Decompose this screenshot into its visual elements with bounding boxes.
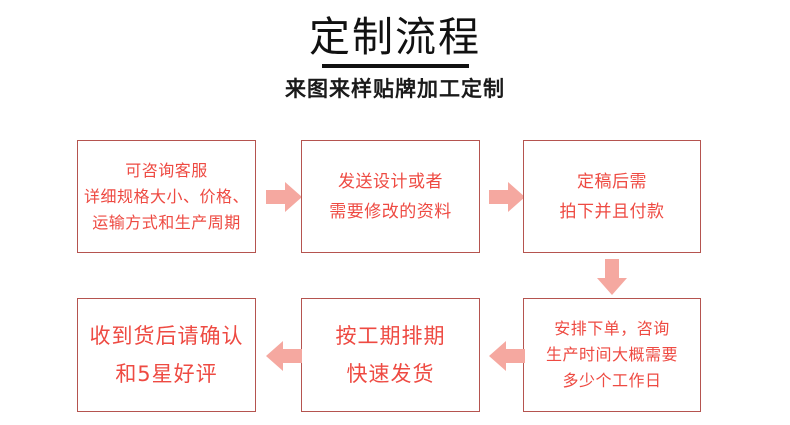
flow-step-1-line-1: 可咨询客服 <box>125 160 208 180</box>
arrow-left-icon <box>266 339 302 373</box>
page-title: 定制流程 <box>309 13 481 61</box>
flow-step-5: 按工期排期 快速发货 <box>301 298 480 412</box>
arrow-left-icon <box>489 339 525 373</box>
flow-step-1-line-3: 运输方式和生产周期 <box>92 212 241 232</box>
title-underline-rule <box>321 64 469 68</box>
flow-step-2-line-2: 需要修改的资料 <box>329 201 452 222</box>
flow-step-2-line-1: 发送设计或者 <box>338 171 443 192</box>
flow-step-4-line-2: 生产时间大概需要 <box>545 345 678 364</box>
flow-step-4-line-1: 安排下单，咨询 <box>554 319 670 338</box>
flow-step-3: 定稿后需 拍下并且付款 <box>523 140 701 253</box>
arrow-right-icon <box>489 180 525 214</box>
flow-step-2: 发送设计或者 需要修改的资料 <box>301 140 480 253</box>
flow-step-6-line-1: 收到货后请确认 <box>89 324 244 348</box>
flow-step-4-line-3: 多少个工作日 <box>562 371 662 390</box>
flow-step-3-line-2: 拍下并且付款 <box>559 201 665 222</box>
flow-step-5-line-2: 快速发货 <box>346 362 435 386</box>
flow-step-6: 收到货后请确认 和5星好评 <box>77 298 256 412</box>
flow-step-4: 安排下单，咨询 生产时间大概需要 多少个工作日 <box>523 298 701 412</box>
flow-step-6-line-2: 和5星好评 <box>115 362 218 386</box>
flow-step-1: 可咨询客服 详细规格大小、价格、 运输方式和生产周期 <box>77 140 256 253</box>
flow-step-1-line-2: 详细规格大小、价格、 <box>83 186 249 206</box>
flow-step-5-line-1: 按工期排期 <box>335 324 446 348</box>
header: 定制流程 来图来样贴牌加工定制 <box>0 0 790 102</box>
flow-step-3-line-1: 定稿后需 <box>577 171 647 192</box>
arrow-right-icon <box>266 180 302 214</box>
page-subtitle: 来图来样贴牌加工定制 <box>285 77 505 101</box>
arrow-down-icon <box>595 259 629 295</box>
